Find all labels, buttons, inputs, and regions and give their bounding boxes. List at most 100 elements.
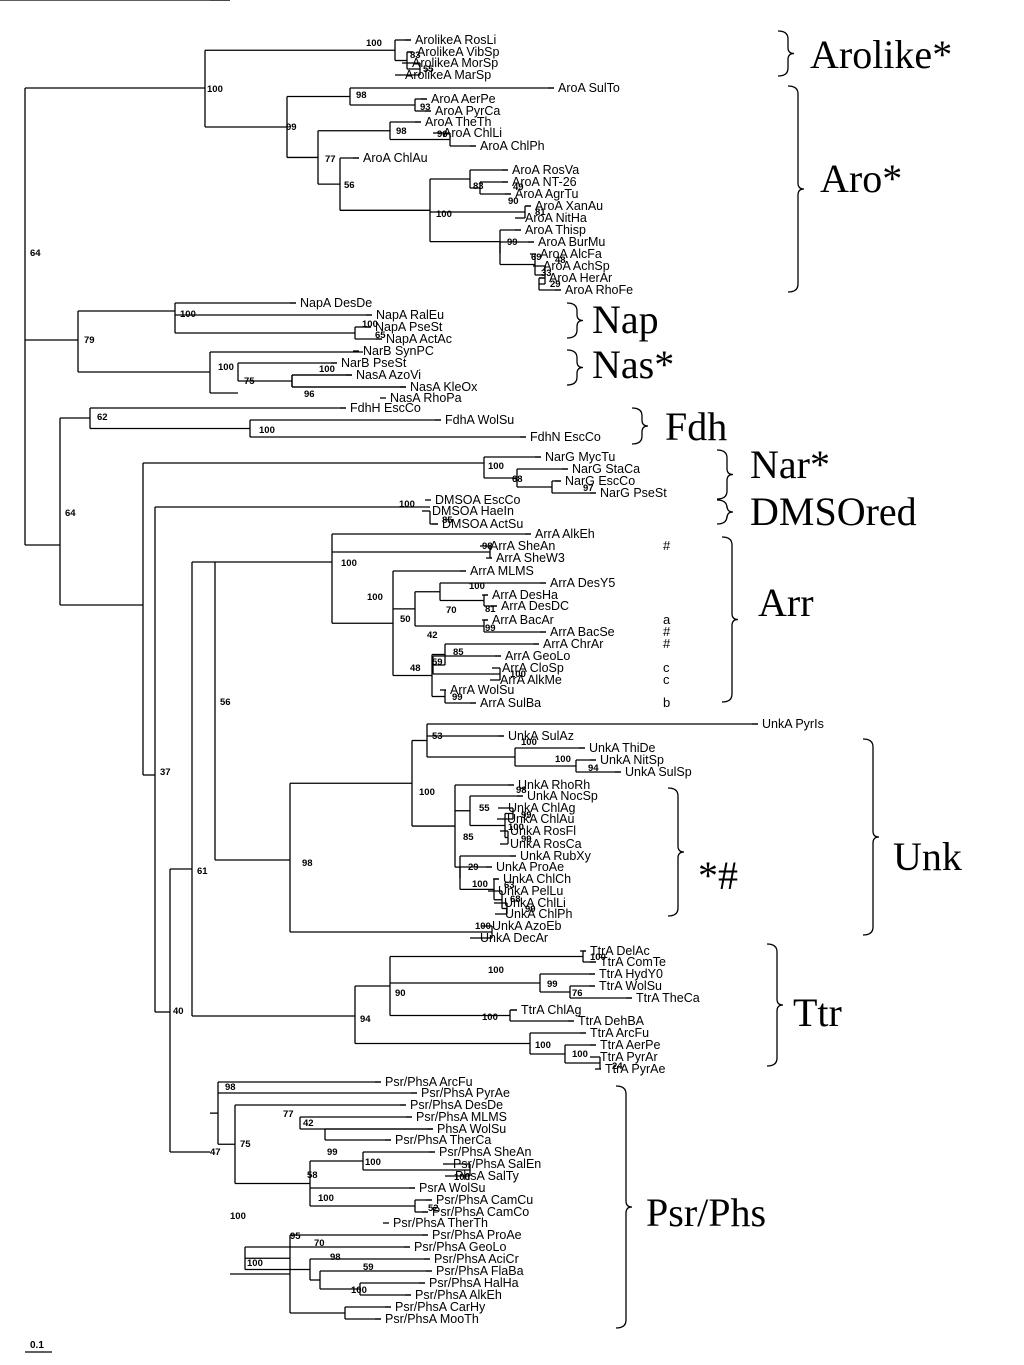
leaf-label: UnkA NocSp: [527, 789, 598, 803]
leaf-label: AroA RosVa: [512, 163, 579, 177]
bootstrap-value: 75: [244, 376, 255, 387]
leaf-label: TtrA TheCa: [636, 991, 700, 1005]
bootstrap-value: 59: [432, 657, 443, 668]
leaf-label: Psr/PhsA GeoLo: [414, 1240, 506, 1254]
bootstrap-value: 100: [218, 362, 234, 373]
bootstrap-value: 83: [473, 181, 484, 192]
bootstrap-value: 100: [207, 84, 223, 95]
clade-label: *#: [698, 853, 738, 898]
leaf-label: AroA SulTo: [558, 81, 620, 95]
leaf-label: UnkA PyrIs: [762, 717, 824, 731]
clade-label: DMSOred: [750, 489, 917, 534]
leaf-label: AroA ChlPh: [480, 139, 545, 153]
leaf-label: ArrA SheAn: [490, 539, 555, 553]
leaf-label: Psr/PhsA TherCa: [395, 1133, 491, 1147]
leaf-note: c: [663, 660, 670, 675]
bootstrap-value: 100: [365, 1157, 381, 1168]
leaf-label: TtrA ArcFu: [590, 1026, 649, 1040]
bootstrap-value: 48: [410, 663, 421, 674]
bootstrap-value: 100: [230, 1211, 246, 1222]
leaf-label: UnkA SulAz: [508, 729, 574, 743]
leaf-label: Psr/PhsA DesDe: [410, 1098, 503, 1112]
bootstrap-value: 98: [225, 1082, 236, 1093]
leaf-label: ArrA DesY5: [550, 576, 615, 590]
clade-label: Fdh: [665, 404, 727, 449]
bootstrap-value: 100: [508, 822, 524, 833]
clade-label: Nap: [592, 297, 659, 342]
bootstrap-value: 77: [325, 154, 336, 165]
leaf-label: AroA PyrCa: [435, 104, 500, 118]
bootstrap-value: 61: [197, 866, 208, 877]
leaf-label: ArolikeA RosLi: [415, 33, 496, 47]
leaf-label: TtrA PyrAr: [600, 1050, 658, 1064]
leaf-label: FdhH EscCo: [350, 401, 421, 415]
leaf-note: #: [663, 538, 671, 553]
leaf-label: NasA AzoVi: [356, 368, 421, 382]
bootstrap-value: 85: [463, 832, 474, 843]
bootstrap-value: 99: [507, 237, 518, 248]
bootstrap-value: 62: [97, 412, 108, 423]
leaf-label: UnkA ChlLi: [504, 896, 566, 910]
leaf-label: NasA RhoPa: [390, 391, 462, 405]
bootstrap-value: 56: [344, 180, 355, 191]
bootstrap-value: 100: [318, 1193, 334, 1204]
bootstrap-value: 90: [508, 196, 519, 207]
clade-bracket: [716, 449, 734, 500]
leaf-label: AroA AerPe: [431, 92, 496, 106]
leaf-label: ArolikeA MarSp: [405, 68, 491, 82]
leaf-label: DMSOA ActSu: [442, 517, 523, 531]
leaf-label: NarG PseSt: [600, 486, 667, 500]
leaf-label: UnkA NitSp: [600, 753, 664, 767]
bootstrap-value: 99: [547, 979, 558, 990]
bootstrap-value: 100: [319, 364, 335, 375]
clade-label: Ttr: [793, 990, 842, 1035]
leaf-label: AroA AlcFa: [540, 247, 602, 261]
bootstrap-value: 100: [366, 38, 382, 49]
bootstrap-value: 100: [341, 558, 357, 569]
clade-label: Psr/Phs: [646, 1190, 766, 1235]
clade-label: Unk: [893, 834, 962, 879]
clade-bracket: [721, 536, 739, 703]
leaf-label: PhsA SalTy: [455, 1169, 520, 1183]
leaf-label: Psr/PhsA AlkEh: [415, 1288, 502, 1302]
bootstrap-value: 56: [220, 697, 231, 708]
leaf-label: UnkA ChlCh: [503, 872, 571, 886]
bootstrap-value: 24: [612, 1061, 623, 1072]
bootstrap-value: 85: [442, 515, 453, 526]
leaf-label: UnkA ChlAg: [508, 801, 575, 815]
bootstrap-value: 81: [485, 604, 496, 615]
leaf-label: AroA BurMu: [538, 235, 605, 249]
leaf-label: Psr/PhsA FlaBa: [436, 1264, 524, 1278]
bootstrap-value: 100: [510, 669, 526, 680]
leaf-label: Psr/PhsA TherTh: [393, 1216, 488, 1230]
bootstrap-value: 94: [360, 1014, 371, 1025]
bootstrap-value: 100: [419, 787, 435, 798]
leaf-label: UnkA ProAe: [496, 860, 564, 874]
clade-bracket: [615, 1085, 633, 1329]
clade-bracket: [566, 302, 584, 339]
bootstrap-value: 99: [452, 692, 463, 703]
bootstrap-value: 93: [420, 102, 431, 113]
bootstrap-value: 58: [307, 1170, 318, 1181]
leaf-note: b: [663, 695, 670, 710]
leaf-label: AroA TheTh: [425, 115, 492, 129]
bootstrap-value: 100: [454, 1172, 470, 1183]
bootstrap-value: 100: [572, 1049, 588, 1060]
leaf-label: ArrA AlkEh: [535, 527, 595, 541]
bootstrap-value: 40: [173, 1006, 184, 1017]
leaf-label: Psr/PhsA MLMS: [416, 1110, 507, 1124]
leaf-label: NarG MycTu: [545, 450, 615, 464]
bootstrap-value: 100: [362, 319, 378, 330]
bootstrap-value: 37: [160, 767, 171, 778]
bootstrap-value: 50: [400, 614, 411, 625]
leaf-label: AroA NT-26: [512, 175, 577, 189]
bootstrap-value: 99: [521, 810, 532, 821]
leaf-label: UnkA RosFl: [510, 824, 576, 838]
leaf-label: ArrA MLMS: [470, 564, 534, 578]
leaf-label: UnkA ChlAu: [507, 812, 574, 826]
bootstrap-value: 69: [531, 252, 542, 263]
leaf-label: DMSOA HaeIn: [432, 504, 514, 518]
bootstrap-value: 75: [240, 1139, 251, 1150]
bootstrap-value: 33: [541, 268, 552, 279]
